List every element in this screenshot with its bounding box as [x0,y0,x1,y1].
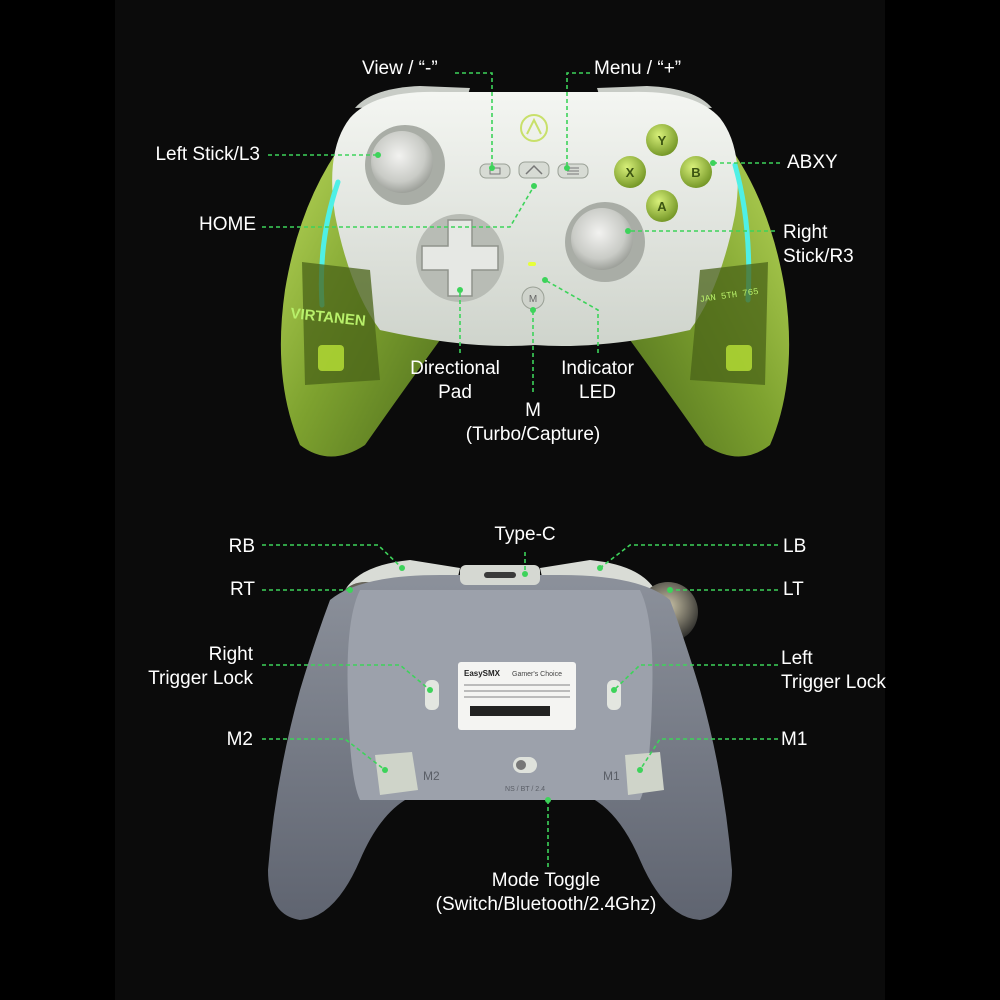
view-button[interactable] [479,163,511,179]
label-right-stick-2: Stick/R3 [783,246,854,267]
label-right-stick-1: Right [783,222,828,243]
label-m-1: M [525,400,541,421]
label-menu: Menu / “+” [594,58,682,79]
label-rb: RB [228,536,255,557]
right-grip-light [726,345,752,371]
home-button[interactable] [518,161,550,179]
face-label-b: B [691,165,700,180]
label-lt: LT [783,579,804,600]
indicator-led [528,262,536,266]
face-buttons: Y X B A [614,124,712,222]
paddle-m2[interactable] [375,752,418,795]
label-mode-2: (Switch/Bluetooth/2.4Ghz) [435,894,657,915]
label-left-stick: Left Stick/L3 [155,144,260,165]
guide-home [262,185,535,228]
label-right-lock-2: Trigger Lock [148,668,253,689]
toggle-marks: NS / BT / 2.4 [505,786,545,793]
sticker-barcode [470,706,550,716]
home-icon [525,164,543,175]
label-rt: RT [230,579,255,600]
guide-menu [566,72,590,168]
face-button-a[interactable] [646,190,678,222]
guide-led [544,279,599,353]
paddle-m1[interactable] [625,752,664,795]
label-view: View / “-” [362,58,438,79]
label-mode-1: Mode Toggle [491,870,601,891]
face-label-a: A [657,199,667,214]
label-m2: M2 [226,729,253,750]
directional-pad[interactable] [421,219,499,297]
left-trigger-lock[interactable] [607,680,621,710]
label-m-2: (Turbo/Capture) [465,424,601,445]
m-button-label: M [529,294,537,305]
face-label-y: Y [658,133,667,148]
right-stick[interactable] [571,208,633,270]
label-lb: LB [783,536,807,557]
sticker-brand: EasySMX [464,669,501,678]
label-led-2: LED [579,382,616,403]
label-type-c: Type-C [494,524,556,545]
label-led-1: Indicator [561,358,634,379]
mode-switch-icon [516,760,526,770]
face-label-x: X [626,165,635,180]
left-stick[interactable] [371,131,433,193]
guide-left-lock [613,664,778,691]
label-home: HOME [199,214,256,235]
usb-c-port-icon [484,572,516,578]
guide-right-lock [262,664,431,691]
guide-m1 [639,738,778,771]
left-grip-light [318,345,344,371]
back-controller: EasySMX Gamer's Choice M2 M1 NS / BT / 2… [268,560,732,920]
face-button-y[interactable] [646,124,678,156]
paddle-m1-label: M1 [603,769,620,783]
label-dpad-2: Pad [438,382,472,403]
label-dpad-1: Directional [410,358,500,379]
paddle-m2-label: M2 [423,769,440,783]
label-left-lock-1: Left [781,648,813,669]
label-abxy: ABXY [787,152,838,173]
guide-view [455,72,493,168]
label-m1: M1 [781,729,808,750]
face-button-x[interactable] [614,156,646,188]
sticker-tag: Gamer's Choice [512,671,562,678]
guide-rb [262,544,403,569]
front-controller: VIRTANEN JAN 5TH 765 [280,86,790,457]
front-guides [262,72,780,392]
brand-logo-icon [520,114,548,142]
label-right-lock-1: Right [208,644,253,665]
label-left-lock-2: Trigger Lock [781,672,886,693]
right-trigger-lock[interactable] [425,680,439,710]
back-guides [262,544,778,867]
guide-lb [599,544,778,569]
face-button-b[interactable] [680,156,712,188]
